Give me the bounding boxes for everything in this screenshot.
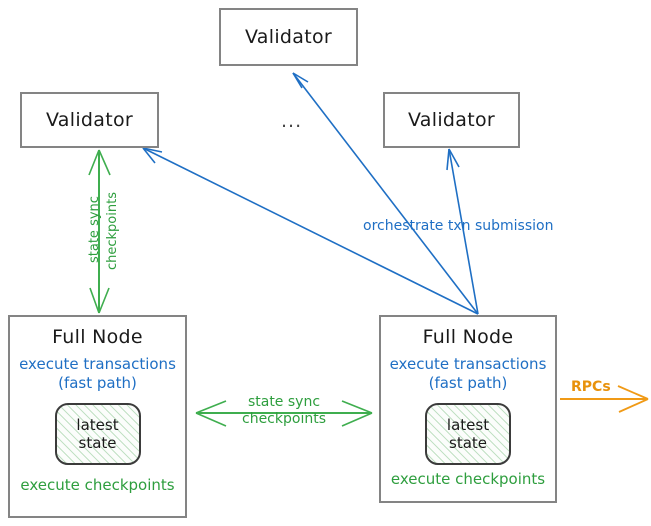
fullnode-right-blue-text: execute transactions (fast path) <box>390 355 547 393</box>
rpcs-label: RPCs <box>571 379 611 395</box>
validator-right-label: Validator <box>407 109 495 131</box>
fullnode-left-latest-state-box[interactable]: latest state <box>54 402 141 465</box>
horizontal-state-sync-label: state sync checkpoints <box>228 394 340 428</box>
fullnode-right-content: Full Node execute transactions (fast pat… <box>381 317 555 501</box>
vertical-state-sync-label-line1: state sync <box>87 196 102 263</box>
validator-right-box[interactable]: Validator <box>383 92 520 148</box>
fullnode-left-blue-line1: execute transactions <box>19 355 176 373</box>
fullnode-left-title: Full Node <box>52 326 143 348</box>
fullnode-right-title: Full Node <box>422 326 514 348</box>
horizontal-state-sync-line2: checkpoints <box>242 411 326 428</box>
fullnode-right-blue-line2: (fast path) <box>428 373 508 392</box>
edge-orchestrate-to-right-validator <box>446 148 479 315</box>
fullnode-left-blue-text: execute transactions (fast path) <box>19 355 176 393</box>
fullnode-left-latest-state-line1: latest <box>76 415 119 434</box>
ellipsis-label: ... <box>281 110 303 132</box>
orchestrate-txn-submission-label: orchestrate txn submission <box>363 218 554 234</box>
fullnode-right-latest-state-box[interactable]: latest state <box>425 402 511 465</box>
fullnode-left-content: Full Node execute transactions (fast pat… <box>10 317 185 516</box>
fullnode-right-blue-line1: execute transactions <box>389 355 547 373</box>
validator-top-label: Validator <box>244 26 332 48</box>
fullnode-left-box[interactable]: Full Node execute transactions (fast pat… <box>8 315 187 518</box>
fullnode-left-blue-line2: (fast path) <box>58 373 137 392</box>
validator-left-label: Validator <box>45 109 133 131</box>
fullnode-left-green-text: execute checkpoints <box>20 476 175 494</box>
fullnode-right-box[interactable]: Full Node execute transactions (fast pat… <box>379 315 557 503</box>
edge-orchestrate-to-top-validator <box>292 72 479 315</box>
fullnode-right-latest-state-line2: state <box>449 433 487 452</box>
validator-left-box[interactable]: Validator <box>20 92 159 148</box>
edge-rpcs <box>560 385 649 413</box>
fullnode-left-latest-state-line2: state <box>78 433 117 452</box>
edge-orchestrate-to-left-validator <box>142 147 479 315</box>
validator-top-box[interactable]: Validator <box>219 8 358 66</box>
fullnode-right-latest-state-line1: latest <box>446 415 490 434</box>
horizontal-state-sync-line1: state sync <box>247 394 321 410</box>
fullnode-right-green-text: execute checkpoints <box>390 470 546 488</box>
edge-horizontal-state-sync <box>195 400 373 427</box>
edge-vertical-state-sync <box>88 149 111 314</box>
vertical-state-sync-label-line2: checkpoints <box>105 192 120 270</box>
